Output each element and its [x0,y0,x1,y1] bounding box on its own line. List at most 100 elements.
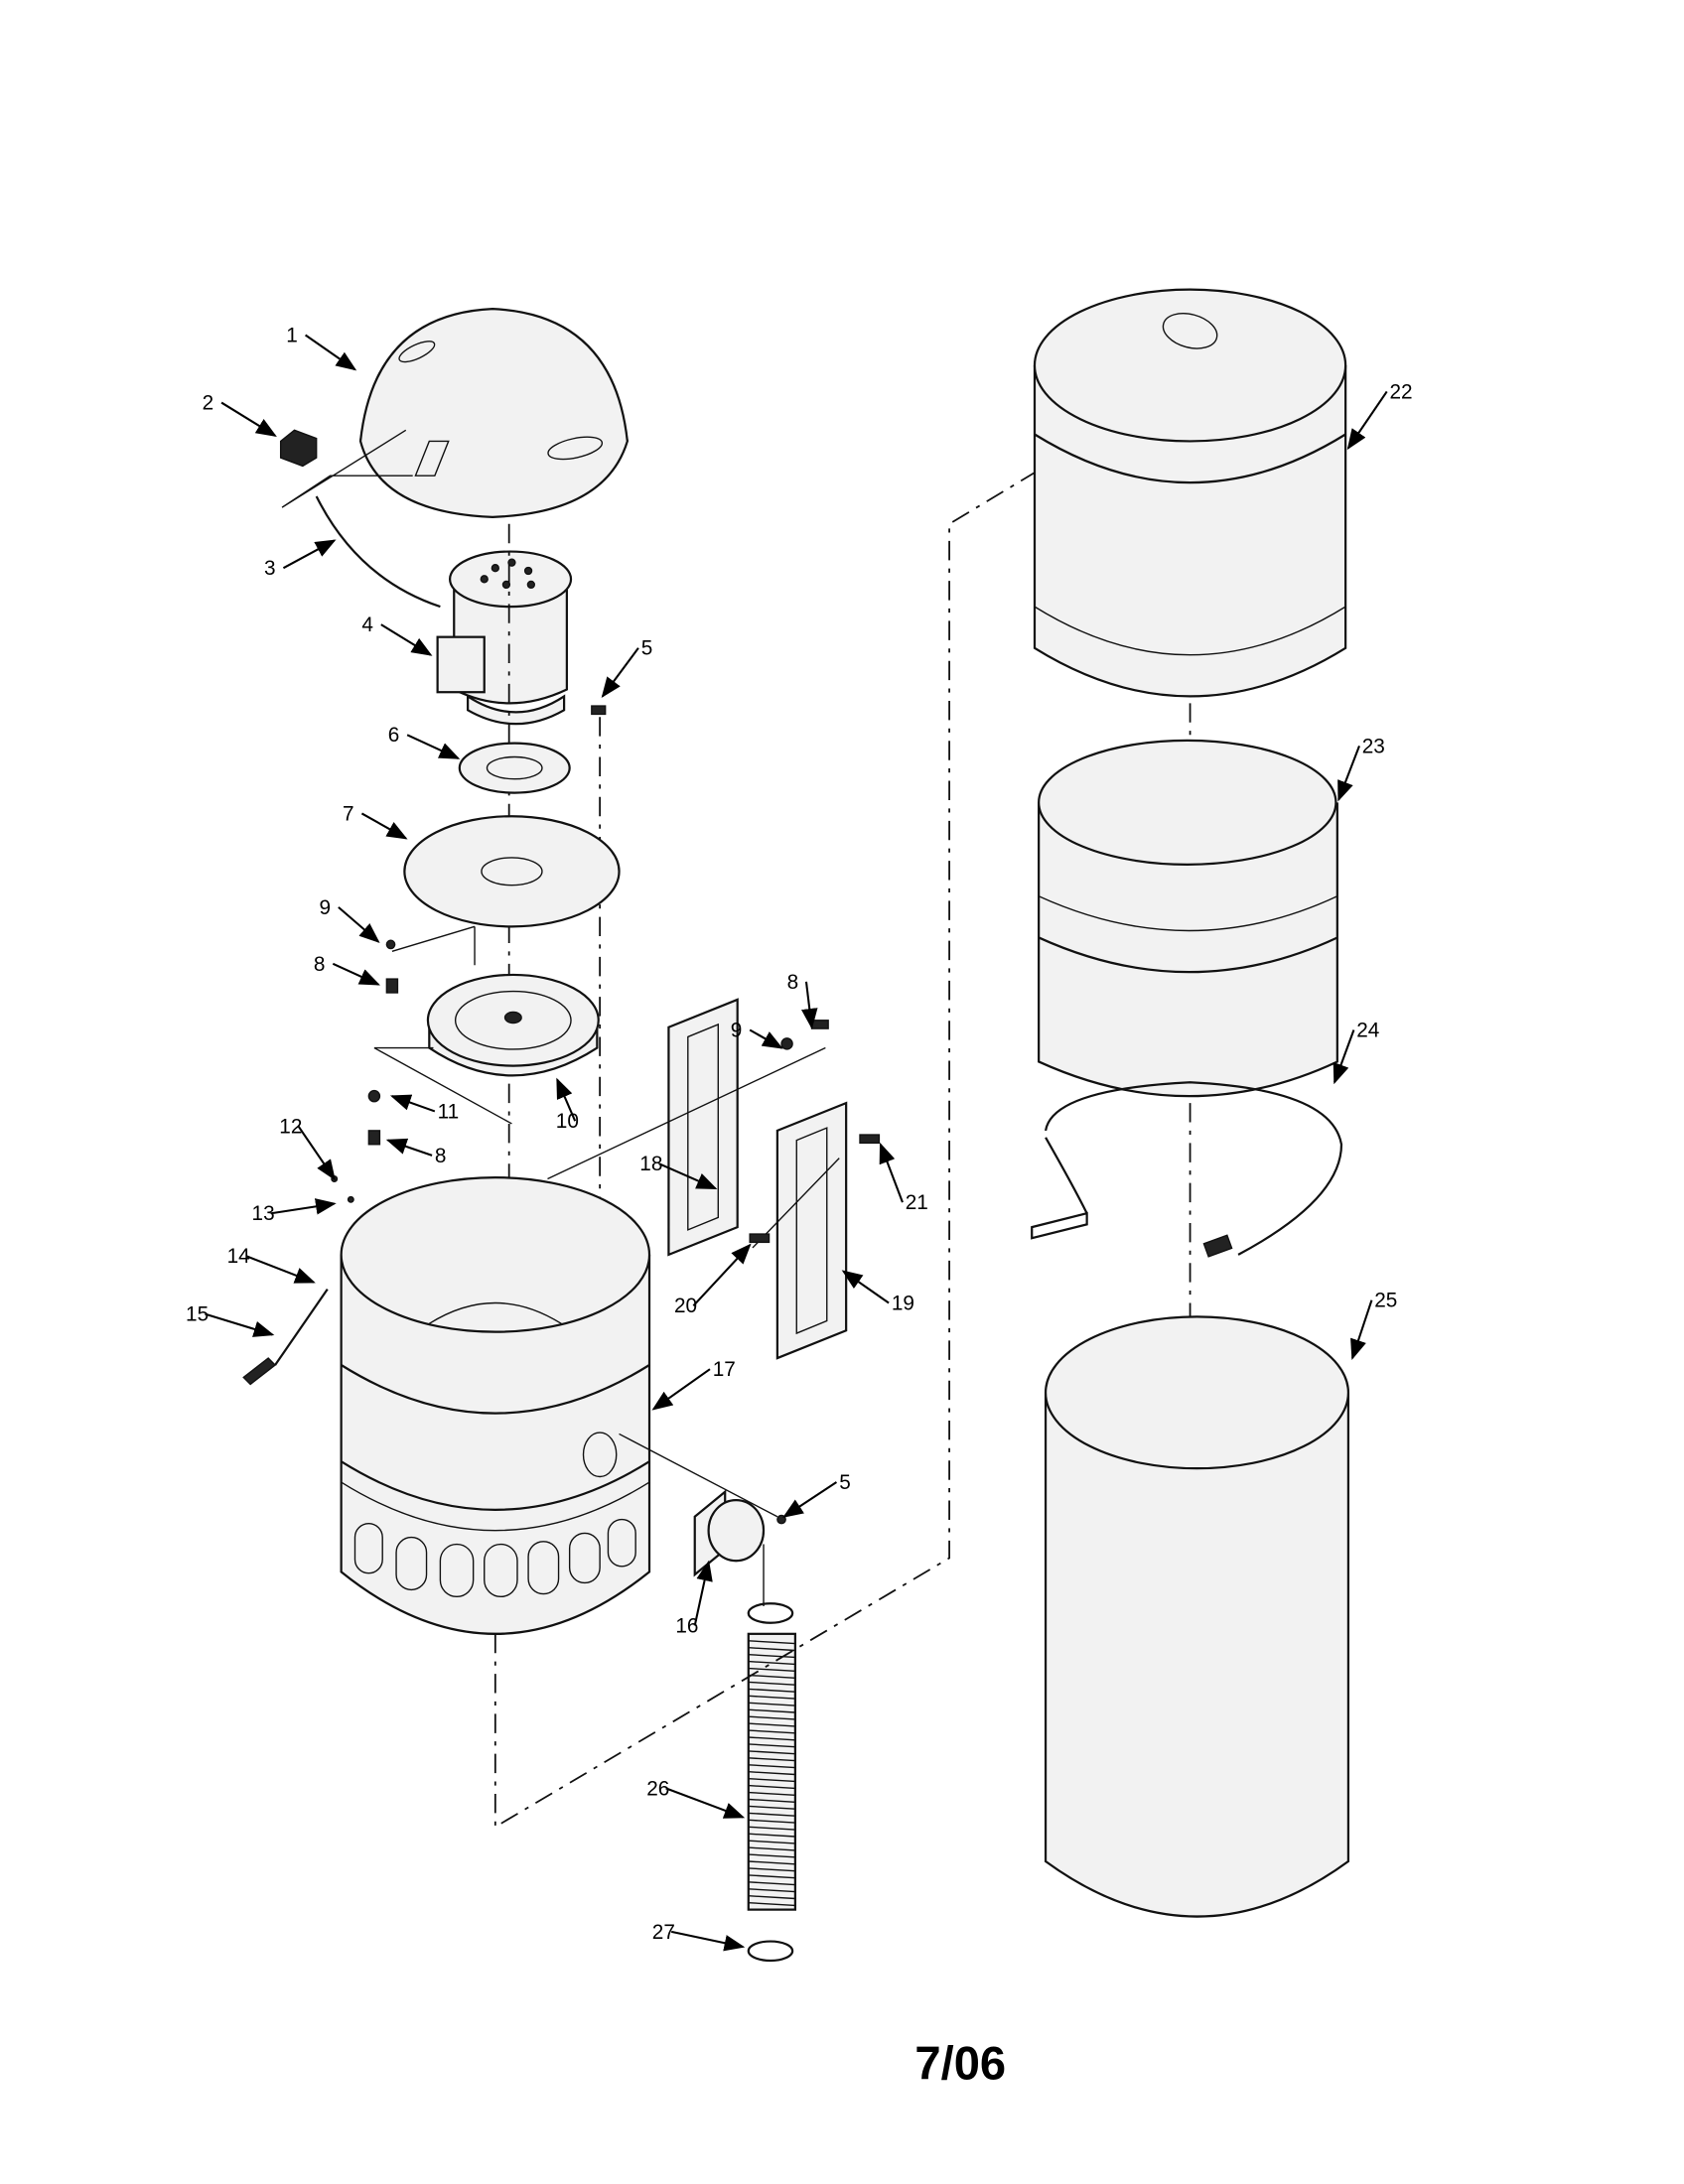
hose-rib [748,1881,795,1886]
callout-arrow [338,906,380,943]
hose-rib [748,1846,795,1851]
callout-number: 5 [641,637,653,660]
callout-number: 20 [674,1295,697,1317]
gasket-part [458,742,571,794]
hose-rib [748,1660,795,1666]
hose-rib [748,1784,795,1790]
callout-number: 6 [388,724,400,747]
callout-number: 12 [279,1116,302,1139]
dirt-canister-part [1044,1315,1350,1918]
callout-arrow [782,1481,838,1518]
callout-arrow [692,1243,752,1306]
callout-arrow [205,1312,275,1337]
clamp-part [747,1602,794,1624]
callout-number: 8 [314,953,326,976]
bracket-part [775,1101,848,1360]
callout-arrow [651,1368,711,1411]
bracket-part [667,998,739,1257]
hose-rib [748,1715,795,1720]
date-code: 7/06 [914,2036,1006,2089]
callout-arrow [556,1077,577,1122]
hose-rib [748,1874,795,1879]
hose-rib [748,1860,795,1865]
motor-part [436,550,573,726]
callout-number: 27 [652,1921,675,1944]
power-head-housing-part [340,1176,651,1635]
callout-arrow [670,1930,746,1952]
hose-rib [748,1853,795,1858]
callout-number: 16 [675,1614,698,1637]
clamp-part [747,1940,794,1963]
hose-rib [748,1695,795,1700]
power-cord-part [274,1288,329,1366]
callout-number: 23 [1362,735,1385,757]
callout-number: 7 [343,802,354,825]
callout-arrow [1350,1299,1373,1361]
callout-arrow [749,1028,783,1049]
callout-arrow [879,1142,904,1203]
callout-number: 19 [892,1292,914,1314]
callout-number: 18 [639,1153,662,1175]
hose-rib [748,1833,795,1838]
callout-number: 21 [906,1191,928,1214]
hose-rib [748,1722,795,1727]
flex-hose-part [747,1632,796,1911]
callout-arrow [841,1270,890,1304]
hose-rib [748,1750,795,1755]
callout-arrow [282,539,337,570]
hose-rib [748,1819,795,1824]
callout-arrow [380,623,433,656]
callout-arrow [1337,746,1360,802]
callout-arrow [658,1162,718,1190]
hose-rib [748,1771,795,1776]
hose-rib [748,1647,795,1652]
hose-rib [748,1653,795,1659]
callout-number: 17 [713,1358,736,1381]
hose-rib [748,1840,795,1844]
callout-arrow [332,962,380,986]
hose-rib [748,1640,795,1645]
hose-rib [748,1826,795,1831]
callout-arrow [245,1255,316,1284]
hose-rib [748,1895,795,1900]
callout-number: 8 [787,971,799,994]
hose-rib [748,1702,795,1706]
callout-arrow [220,401,277,437]
hose-rib [748,1757,795,1762]
callout-arrow [1333,1029,1355,1085]
callout-arrow [801,981,818,1029]
callout-number: 9 [319,896,331,919]
hose-rib [748,1812,795,1817]
hose-rib [748,1729,795,1734]
callout-number: 22 [1389,380,1412,403]
callout-number: 2 [203,391,214,414]
fan-assembly-part [426,973,600,1077]
cord-part [315,495,441,609]
callout-arrow [665,1787,746,1819]
hose-rib [748,1708,795,1713]
hose-rib [748,1681,795,1686]
hose-rib [748,1736,795,1741]
band-clamp-part [1031,1081,1343,1258]
callout-number: 25 [1374,1290,1397,1312]
callout-arrow [389,1094,436,1113]
callout-arrow [385,1138,433,1157]
callout-arrow [601,647,639,699]
hose-rib [748,1764,795,1769]
hose-rib [748,1743,795,1748]
callout-number: 26 [646,1777,669,1800]
canister-cover-part [1033,288,1347,698]
callout-number: 9 [731,1019,743,1041]
callout-number: 14 [227,1245,250,1268]
hose-rib [748,1667,795,1673]
callout-number: 4 [361,614,373,636]
mounting-plate-part [403,815,621,928]
screw-part [591,705,607,716]
callout-number: 10 [556,1110,579,1133]
callout-arrow [693,1560,713,1626]
hose-rib [748,1674,795,1679]
callout-number: 24 [1356,1019,1379,1041]
